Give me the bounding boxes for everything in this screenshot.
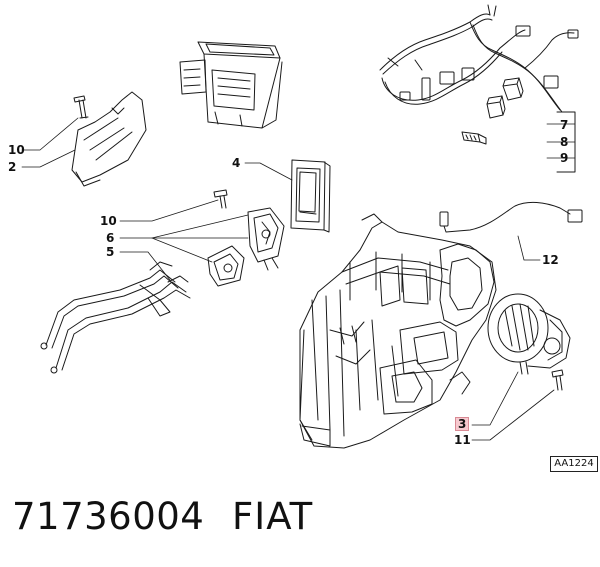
- panel-4-drawing: [290, 159, 331, 233]
- hvac-housing-drawing: [299, 213, 497, 449]
- callout-10-top: 10: [8, 143, 25, 157]
- wiring-harness-drawing: [379, 4, 579, 113]
- relay-drawings: [461, 77, 524, 145]
- part-number: 71736004: [12, 495, 205, 538]
- callout-3-highlighted: 3: [455, 417, 470, 431]
- sensor-cable-12-drawing: [439, 201, 583, 233]
- callout-11: 11: [454, 433, 471, 447]
- callout-9: 9: [560, 151, 569, 165]
- callout-12: 12: [542, 253, 559, 267]
- callout-2: 2: [8, 160, 17, 174]
- callout-leader-lines: [21, 117, 555, 441]
- screw-11-drawing: [551, 369, 564, 391]
- callout-6: 6: [106, 231, 115, 245]
- callout-5: 5: [106, 245, 115, 259]
- blower-motor-3-drawing: [487, 293, 571, 375]
- callout-10-middle: 10: [100, 214, 117, 228]
- brand-name: FIAT: [232, 495, 314, 538]
- screw-10-drawing: [213, 189, 228, 209]
- callout-8: 8: [560, 135, 569, 149]
- exploded-parts-diagram: [21, 4, 583, 449]
- actuator-6-drawing: [207, 207, 285, 287]
- heater-pipes-5-drawing: [40, 261, 191, 374]
- callout-4: 4: [232, 156, 241, 170]
- air-distribution-box-drawing: [179, 41, 283, 129]
- bracket-2-drawing: [71, 91, 147, 187]
- callout-7: 7: [560, 118, 569, 132]
- diagram-reference-code: AA1224: [550, 456, 598, 472]
